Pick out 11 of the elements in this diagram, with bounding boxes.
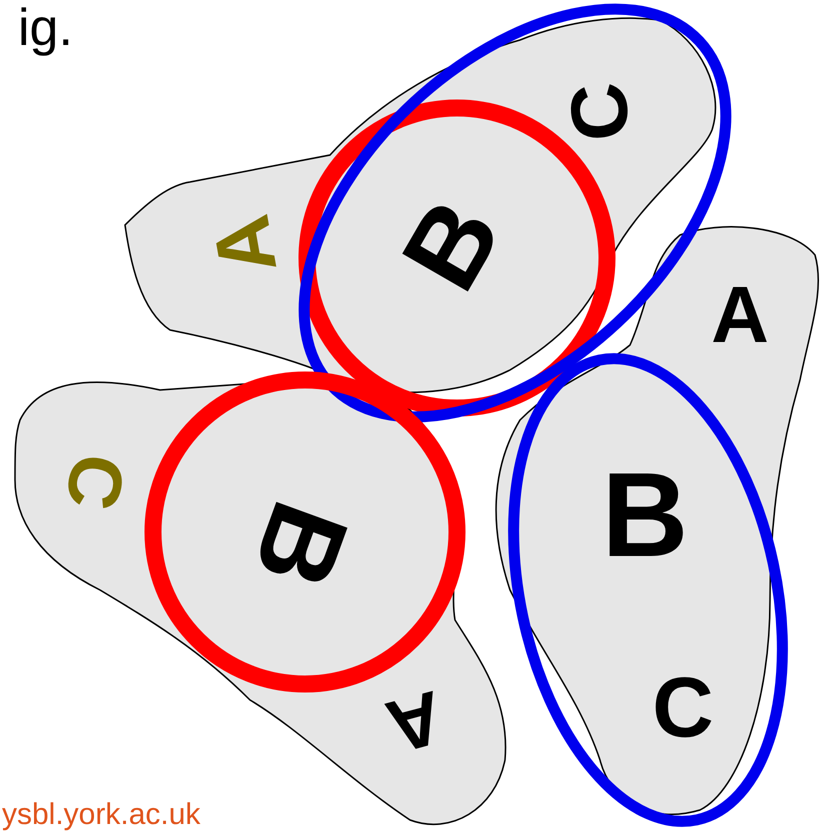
- site-letter: B: [602, 455, 688, 575]
- web-address: ysbl.york.ac.uk: [2, 800, 200, 830]
- site-letter: B: [234, 488, 366, 602]
- site-letter: C: [558, 80, 642, 144]
- site-letter: A: [200, 210, 290, 280]
- site-letter: C: [652, 666, 714, 750]
- site-letter: C: [53, 448, 137, 516]
- figure-heading: ig.: [18, 2, 73, 54]
- site-letter: A: [379, 678, 451, 766]
- site-letter: A: [711, 275, 769, 355]
- site-letter: B: [384, 183, 520, 307]
